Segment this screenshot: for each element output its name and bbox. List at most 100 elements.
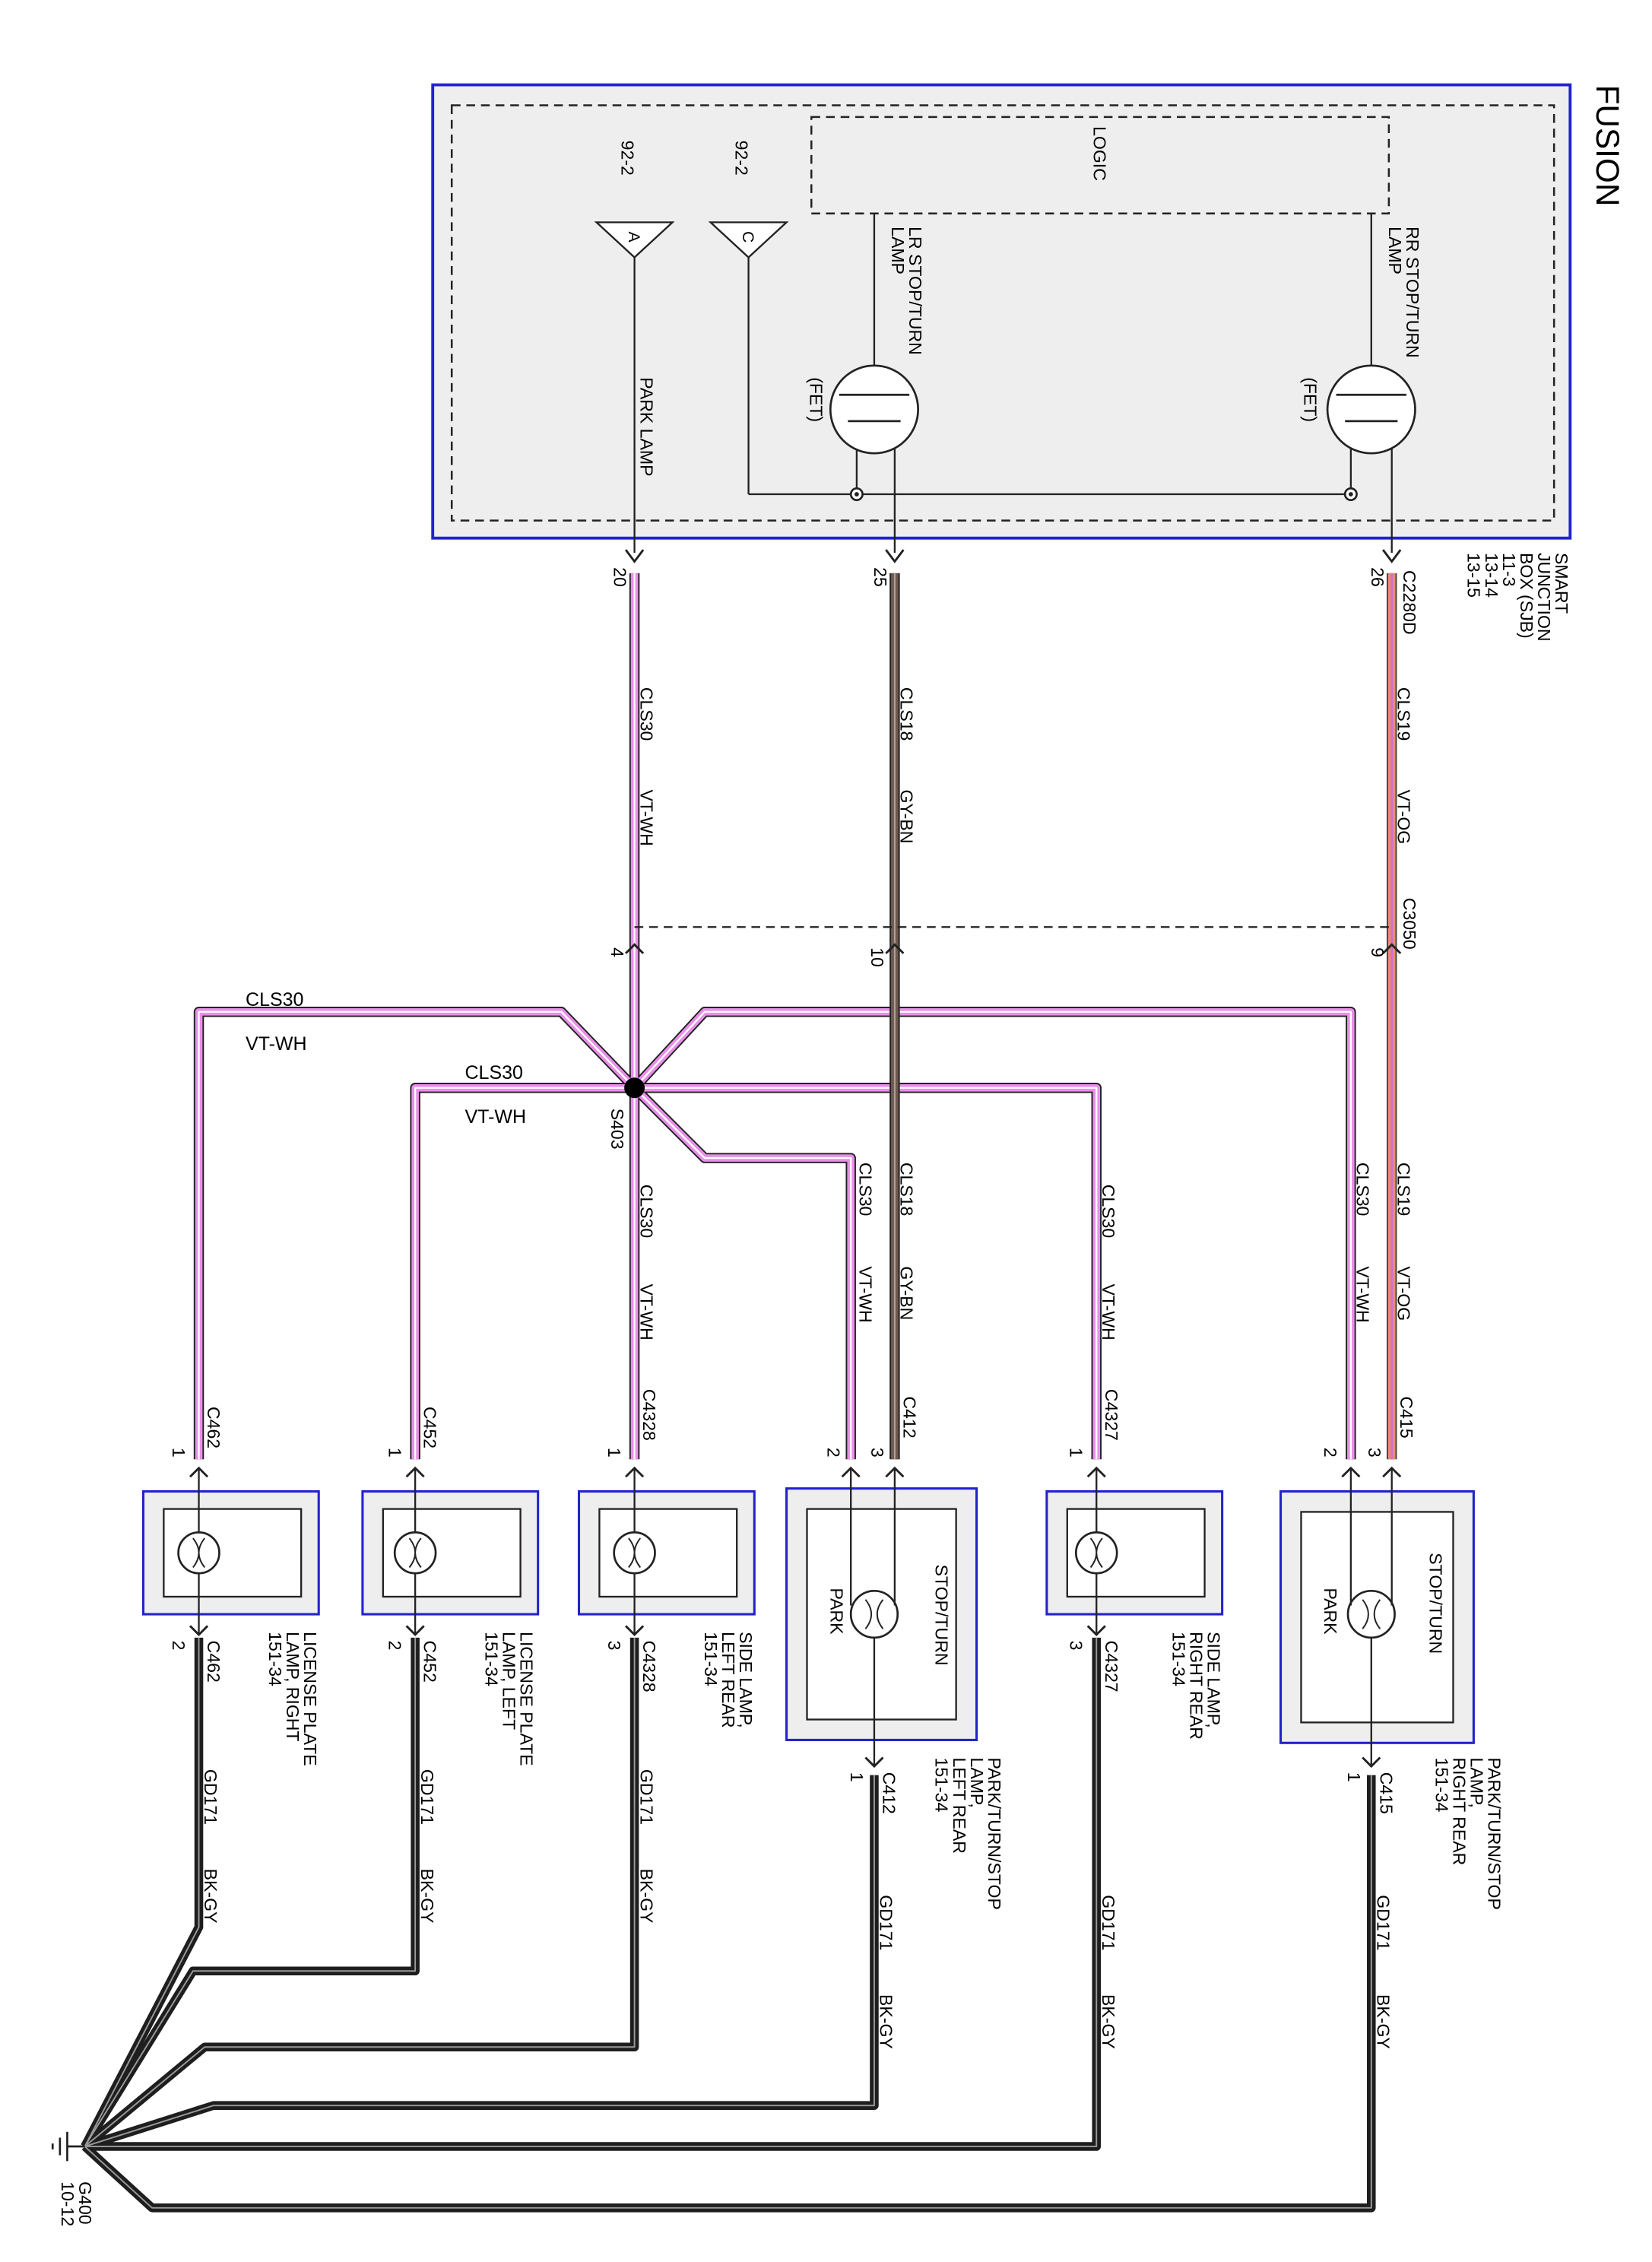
label-gnd-4-color: BK-GY bbox=[877, 1994, 896, 2049]
ptl-lr-inner-top: STOP/TURN bbox=[932, 1565, 952, 1666]
smart-junction-box: LOGIC A C 92-2 92-2 (FET bbox=[431, 83, 1572, 553]
label-rr-color: VT-OG bbox=[1394, 789, 1413, 844]
label-gnd-6-circuit: GD171 bbox=[1373, 1895, 1393, 1950]
wires bbox=[81, 573, 1397, 2213]
rr-stop-turn-label-1: RR STOP/TURN bbox=[1403, 227, 1422, 358]
lp-left-connector-bottom: C452 bbox=[420, 1641, 440, 1683]
label-rr-circuit: CLS19 bbox=[1394, 687, 1413, 741]
ptl-rr-connector-bottom: C415 bbox=[1376, 1772, 1396, 1814]
wire-lr-park-feed bbox=[630, 1084, 856, 1460]
fet-label-lr: (FET) bbox=[806, 377, 826, 422]
lp-right-connector-bottom: C462 bbox=[204, 1641, 224, 1683]
wire-lp-left-feed bbox=[410, 1083, 635, 1460]
label-gnd-5-color: BK-GY bbox=[1099, 1994, 1118, 2049]
label-gnd-2-color: BK-GY bbox=[417, 1869, 437, 1924]
ptl-lr-name-2: LAMP, bbox=[967, 1758, 987, 1808]
ptl-rr-inner-bottom: PARK bbox=[1321, 1588, 1340, 1635]
label-ptl-rr-park-circuit: CLS30 bbox=[1353, 1163, 1373, 1217]
ground-name: G400 bbox=[75, 2181, 95, 2224]
ptl-rr-pin-bottom: 1 bbox=[1344, 1772, 1364, 1782]
sjb-ref-2: 13-14 bbox=[1482, 553, 1501, 598]
splice-label: S403 bbox=[607, 1109, 627, 1150]
sjb-pin-park: 20 bbox=[610, 567, 630, 587]
lp-right-pin-top: 1 bbox=[169, 1448, 189, 1458]
rr-fet-symbol bbox=[1326, 364, 1416, 455]
wire-rr-park-feed bbox=[630, 1007, 1356, 1460]
ptl-rr-pin-top-a: 2 bbox=[1321, 1448, 1340, 1458]
label-lp-left-color: VT-WH bbox=[465, 1106, 526, 1128]
label-ptl-lr-park-circuit: CLS30 bbox=[856, 1163, 876, 1217]
wire-labels-upper: CLS30 VT-WH CLS18 GY-BN CLS19 VT-OG bbox=[636, 687, 1413, 846]
lp-right-pin-bottom: 2 bbox=[169, 1641, 189, 1651]
splice-s403 bbox=[624, 1077, 645, 1099]
side-lr-connector-bottom: C4328 bbox=[639, 1641, 659, 1693]
sjb-name-2: JUNCTION bbox=[1534, 553, 1554, 642]
component-side-lr bbox=[577, 1467, 756, 1635]
lp-left-connector-top: C452 bbox=[420, 1407, 440, 1448]
label-gnd-1-color: BK-GY bbox=[201, 1869, 220, 1924]
ground-symbol-icon bbox=[51, 2131, 85, 2162]
lp-right-connector-top: C462 bbox=[204, 1407, 224, 1448]
wire-labels-lower: CLS30 VT-WH CLS30 VT-WH CLS18 GY-BN CLS3… bbox=[636, 1163, 1413, 1340]
component-lp-left bbox=[361, 1467, 540, 1635]
ref-c-page: 92-2 bbox=[731, 141, 751, 176]
ptl-lr-name-4: 151-34 bbox=[932, 1758, 952, 1813]
label-lr-circuit: CLS18 bbox=[897, 687, 917, 741]
ptl-rr-pin-top-b: 3 bbox=[1365, 1448, 1384, 1458]
sjb-ref-1: 11-3 bbox=[1499, 553, 1519, 586]
label-lr-color: GY-BN bbox=[897, 789, 917, 843]
side-lr-connector-top: C4328 bbox=[639, 1389, 659, 1441]
ref-triangle-a bbox=[594, 221, 675, 259]
sjb-connector-label: C2280D bbox=[1400, 570, 1419, 635]
label-ptl-lr-park-color: VT-WH bbox=[856, 1266, 876, 1322]
side-rr-name-1: SIDE LAMP, bbox=[1203, 1632, 1223, 1727]
ptl-lr-pin-top-a: 2 bbox=[823, 1448, 843, 1458]
lr-fet-symbol bbox=[829, 364, 919, 455]
ref-triangle-c bbox=[708, 221, 789, 259]
vehicle-title: FUSION bbox=[1590, 85, 1625, 207]
c3050-pin-park: 4 bbox=[607, 947, 627, 957]
label-ptl-rr-st-color: VT-OG bbox=[1394, 1266, 1413, 1321]
label-park-circuit: CLS30 bbox=[636, 687, 656, 741]
ptl-rr-name-4: 151-34 bbox=[1432, 1758, 1451, 1813]
component-ptl-lr bbox=[785, 1467, 978, 1767]
label-lp-right-color: VT-WH bbox=[246, 1033, 307, 1055]
label-gnd-3-color: BK-GY bbox=[636, 1869, 656, 1924]
component-side-rr bbox=[1045, 1467, 1224, 1635]
label-side-lr-circuit: CLS30 bbox=[636, 1185, 656, 1239]
label-lp-left-circuit: CLS30 bbox=[465, 1062, 523, 1083]
ptl-rr-name-2: LAMP, bbox=[1467, 1758, 1487, 1808]
ptl-lr-pin-top-b: 3 bbox=[867, 1448, 887, 1458]
fet-label-rr: (FET) bbox=[1300, 377, 1320, 422]
side-lr-name-2: LEFT REAR bbox=[718, 1632, 738, 1727]
sjb-label: SMART JUNCTION BOX (SJB) 11-3 13-14 13-1… bbox=[1464, 553, 1571, 642]
park-lamp-label: PARK LAMP bbox=[636, 377, 656, 476]
ptl-lr-pin-bottom: 1 bbox=[847, 1772, 867, 1782]
ref-letter-c: C bbox=[739, 231, 756, 243]
label-gnd-6-color: BK-GY bbox=[1373, 1994, 1393, 2049]
side-rr-connector-bottom: C4327 bbox=[1102, 1641, 1121, 1693]
ptl-lr-connector-top: C412 bbox=[899, 1397, 919, 1439]
ptl-rr-name-3: RIGHT REAR bbox=[1449, 1758, 1469, 1866]
ref-a-page: 92-2 bbox=[617, 141, 637, 176]
label-side-lr-color: VT-WH bbox=[636, 1283, 656, 1340]
sjb-ref-3: 13-15 bbox=[1464, 553, 1484, 598]
label-gnd-4-circuit: GD171 bbox=[877, 1895, 896, 1950]
side-rr-connector-top: C4327 bbox=[1102, 1389, 1121, 1441]
label-gnd-3-circuit: GD171 bbox=[636, 1769, 656, 1825]
ptl-rr-inner-top: STOP/TURN bbox=[1426, 1553, 1446, 1654]
side-lr-name-3: 151-34 bbox=[701, 1632, 721, 1686]
ptl-rr-name-1: PARK/TURN/STOP bbox=[1485, 1758, 1505, 1910]
side-lr-name-1: SIDE LAMP, bbox=[736, 1632, 756, 1727]
c3050-pin-rr: 9 bbox=[1368, 947, 1387, 957]
sjb-pin-rr: 26 bbox=[1368, 567, 1387, 587]
ref-letter-a: A bbox=[625, 232, 642, 243]
label-ptl-lr-st-circuit: CLS18 bbox=[897, 1163, 917, 1217]
sjb-name-1: SMART bbox=[1552, 553, 1571, 614]
ptl-lr-name-1: PARK/TURN/STOP bbox=[985, 1758, 1004, 1910]
component-lp-right bbox=[141, 1467, 320, 1635]
label-gnd-2-circuit: GD171 bbox=[417, 1769, 437, 1825]
sjb-pin-lr: 25 bbox=[870, 567, 890, 587]
side-rr-pin-top: 1 bbox=[1067, 1448, 1086, 1458]
c3050-pin-lr: 10 bbox=[867, 947, 887, 967]
